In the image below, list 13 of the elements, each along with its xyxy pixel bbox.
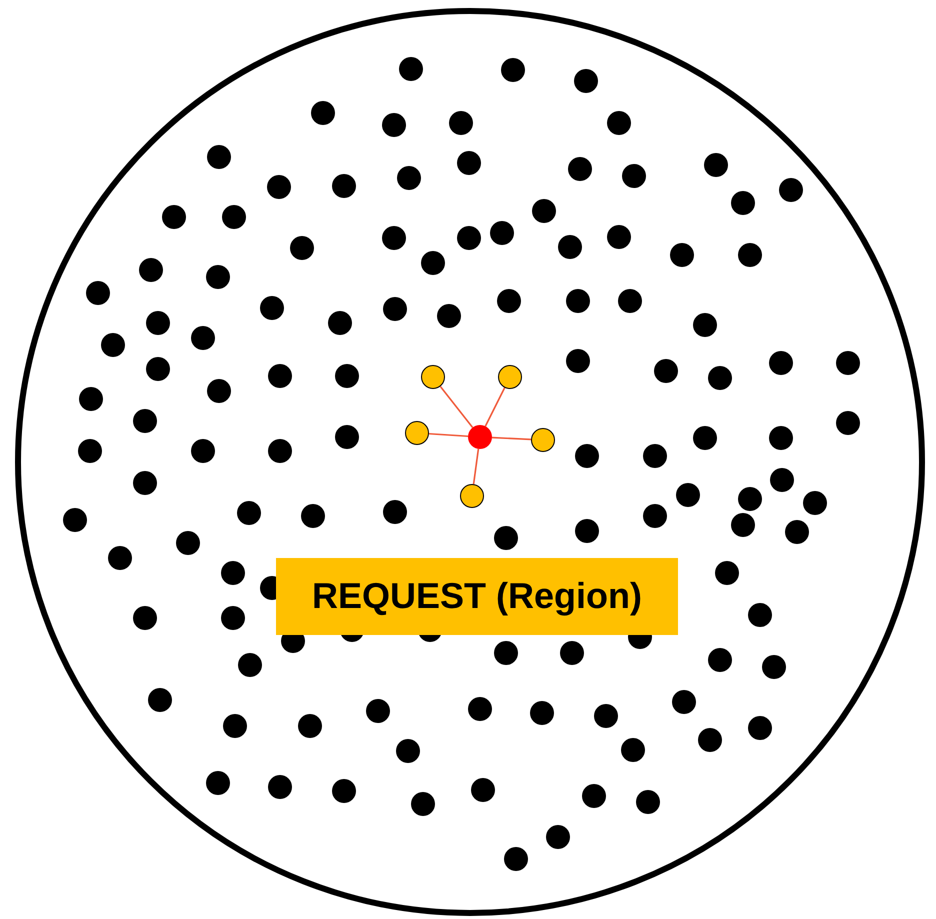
neighbor-dot <box>531 428 555 452</box>
request-label: REQUEST (Region) <box>276 558 678 634</box>
connector-line <box>428 432 468 438</box>
connector-line <box>440 386 474 428</box>
neighbor-dot <box>421 365 445 389</box>
neighbor-dot <box>405 421 429 445</box>
connector-line <box>492 436 532 440</box>
neighbor-dot <box>498 365 522 389</box>
center-dot <box>468 425 492 449</box>
neighbor-dot <box>460 484 484 508</box>
connector-line <box>484 387 506 427</box>
connector-line <box>472 448 480 484</box>
region-circle <box>15 8 925 916</box>
